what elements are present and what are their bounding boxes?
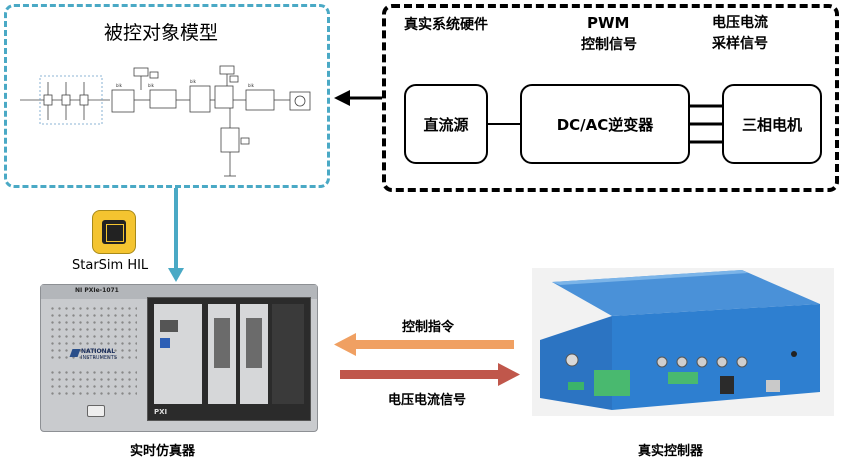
inverter-label: DC/AC逆变器 <box>556 115 654 134</box>
dc-source-label: 直流源 <box>423 115 469 134</box>
starsim-label: StarSim HIL <box>72 258 149 273</box>
real-hardware-title: 真实系统硬件 <box>404 17 488 33</box>
sense-label-line2: 采样信号 <box>712 36 768 52</box>
vent-grid-top <box>49 305 137 359</box>
connector-1 <box>214 318 230 368</box>
pwm-label-line2: 控制信号 <box>581 37 637 53</box>
brand-line2: INSTRUMENTS <box>81 355 118 361</box>
vent-grid-bottom <box>49 369 137 399</box>
svg-text:blk: blk <box>190 79 197 84</box>
vi-signal-label: 电压电流信号 <box>388 393 467 408</box>
usb-ports <box>160 338 170 348</box>
module-bay: PXI <box>147 297 311 421</box>
plant-model-title: 被控对象模型 <box>104 22 219 44</box>
empty-slot <box>272 304 304 404</box>
plant-to-simulator-line <box>174 188 178 270</box>
real-hardware-box <box>382 4 839 192</box>
brand-line1: NATIONAL <box>81 348 116 355</box>
port-block <box>160 320 178 332</box>
svg-text:blk: blk <box>116 83 123 88</box>
plant-model-box <box>4 4 330 188</box>
chassis-model-label: NI PXIe-1071 <box>75 287 119 294</box>
motor-label: 三相电机 <box>741 115 802 134</box>
control-cmd-label: 控制指令 <box>402 320 455 335</box>
pxi-label: PXI <box>154 408 168 416</box>
pwm-label-line1: PWM <box>587 14 630 32</box>
starsim-chip-icon <box>92 210 136 254</box>
inverter-box: DC/AC逆变器 <box>520 84 690 164</box>
controller-caption: 真实控制器 <box>638 444 704 459</box>
svg-text:blk: blk <box>248 83 255 88</box>
dc-source-box: 直流源 <box>404 84 488 164</box>
motor-box: 三相电机 <box>722 84 822 164</box>
connector-2 <box>246 318 262 368</box>
power-button[interactable] <box>87 405 105 417</box>
simulator-chassis: NI PXIe-1071 NATIONAL INSTRUMENTS PXI <box>40 284 318 432</box>
svg-text:blk: blk <box>148 83 155 88</box>
simulator-caption: 实时仿真器 <box>130 444 196 459</box>
sense-label-line1: 电压电流 <box>712 15 768 31</box>
